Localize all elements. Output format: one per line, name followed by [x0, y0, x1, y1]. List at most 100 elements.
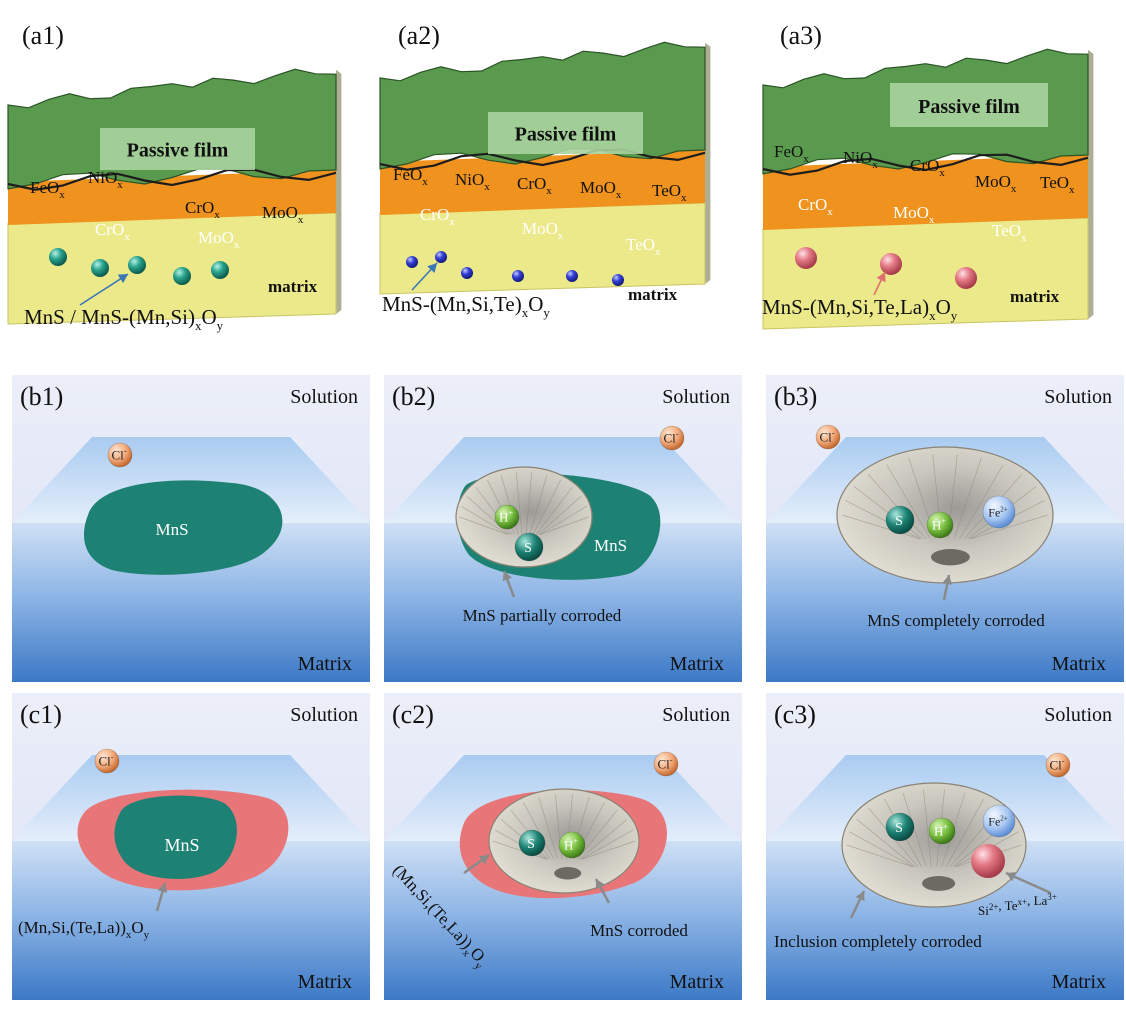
corrosion-arrow-head [942, 575, 953, 585]
oxide-label-green: NiOx [455, 170, 490, 193]
oxide-label-orange: CrOx [420, 205, 455, 228]
chloride-ion-ball [815, 424, 841, 450]
inclusion-particle [173, 267, 191, 285]
sulfur-ion: S [885, 505, 915, 535]
film-boundary [7, 168, 337, 191]
inclusion-formula-label: MnS-(Mn,Si,Te)xOy [382, 292, 550, 320]
film-title-box [488, 112, 643, 154]
sulfur-ion-ball [514, 532, 544, 562]
inclusion-arrow-head [876, 272, 886, 283]
caption: Inclusion completely corroded [774, 932, 982, 951]
film-title-box [100, 128, 255, 170]
pit-striation [577, 809, 618, 860]
film-title: Passive film [127, 140, 229, 162]
complete-pit [841, 782, 1027, 908]
hydrogen-ion-ball [928, 817, 956, 845]
oxide-label-green: MoOx [262, 203, 304, 226]
sulfur-ion-ball [885, 812, 915, 842]
caption: MnS completely corroded [867, 611, 1045, 630]
film-title: Passive film [918, 96, 1020, 118]
hydrogen-ion-ball [558, 831, 586, 859]
oxide-layer [380, 150, 705, 215]
mns-inclusion [83, 480, 283, 575]
oxide-label-green: CrOx [910, 156, 945, 179]
mns-label: MnS [164, 835, 199, 855]
hydrogen-ion: H+ [558, 831, 586, 859]
chloride-ion-label: Cl- [820, 429, 835, 445]
hydrogen-ion-label: H+ [932, 517, 946, 533]
pit-striation [970, 514, 1048, 540]
inclusion-particle [406, 256, 418, 268]
oxide-label-green: MoOx [975, 172, 1017, 195]
pit-striation [523, 802, 555, 860]
pit-striation [846, 844, 913, 868]
ion-arrow-head [1006, 872, 1017, 882]
sulfur-ion-label: S [895, 821, 903, 836]
pit-striation [538, 495, 582, 535]
inclusion-particle [128, 256, 146, 274]
panel-label: (a1) [22, 21, 64, 50]
iron-ion-label: Fe2+ [988, 814, 1008, 828]
caption: MnS partially corroded [463, 606, 622, 625]
chloride-ion: Cl- [1045, 752, 1071, 778]
chloride-ion-label: Cl- [658, 756, 673, 772]
oxide-label-green: TeOx [1040, 173, 1075, 196]
corroded-pit-hole [554, 867, 582, 880]
chloride-ion-label: Cl- [664, 430, 679, 446]
block-side [1088, 49, 1094, 320]
pit-striation [842, 514, 920, 540]
chloride-ion: Cl- [653, 751, 679, 777]
pit-striation [539, 505, 587, 535]
film-title-box [890, 83, 1048, 127]
inclusion-particle [512, 270, 524, 282]
solution-label: Solution [290, 386, 358, 408]
pit-striation [529, 474, 548, 535]
block-side [336, 69, 342, 314]
sulfur-ion: S [514, 532, 544, 562]
oxide-label-green: CrOx [517, 174, 552, 197]
iron-ion: Fe2+ [982, 804, 1016, 838]
inclusion-particle [880, 253, 902, 275]
hydrogen-ion: H+ [926, 511, 954, 539]
pit-striation [923, 789, 932, 867]
panel-label: (c3) [774, 700, 816, 729]
hydrogen-ion: H+ [928, 817, 956, 845]
oxide-label-green: NiOx [88, 168, 123, 191]
dissolving-inclusion [971, 844, 1005, 878]
hydrogen-ion-ball [494, 504, 520, 530]
sulfur-ion: S [518, 829, 546, 857]
matrix-label: matrix [628, 285, 678, 304]
inclusion-arrow [79, 273, 129, 306]
shell-arrow-head [157, 883, 168, 894]
inclusion-formula-label: MnS-(Mn,Si,Te,La)xOy [762, 295, 958, 323]
oxide-label-orange: CrOx [798, 195, 833, 218]
inclusion-arrow-shaft [79, 273, 129, 306]
inclusion-particle [955, 267, 977, 289]
shell-arrow [155, 882, 168, 912]
iron-ion-ball [982, 495, 1016, 529]
pit-arrow-head [855, 891, 865, 902]
matrix-label: matrix [1010, 287, 1060, 306]
pit-striation [886, 464, 931, 539]
pit-striation [535, 486, 573, 535]
inclusion-particle [566, 270, 578, 282]
caption: MnS corroded [590, 921, 688, 940]
pit-striation [848, 831, 913, 868]
pit-striation [540, 516, 589, 535]
sulfur-ion-ball [518, 829, 546, 857]
shell-arrow [463, 853, 490, 875]
chloride-ion-ball [107, 442, 133, 468]
panel-label: (c2) [392, 700, 434, 729]
oxide-label-orange: MoOx [522, 219, 564, 242]
solution-label: Solution [1044, 704, 1112, 726]
chloride-ion: Cl- [659, 425, 685, 451]
oxide-layer [8, 170, 336, 225]
pit-arrow [849, 890, 866, 919]
chloride-ion-label: Cl- [112, 447, 127, 463]
